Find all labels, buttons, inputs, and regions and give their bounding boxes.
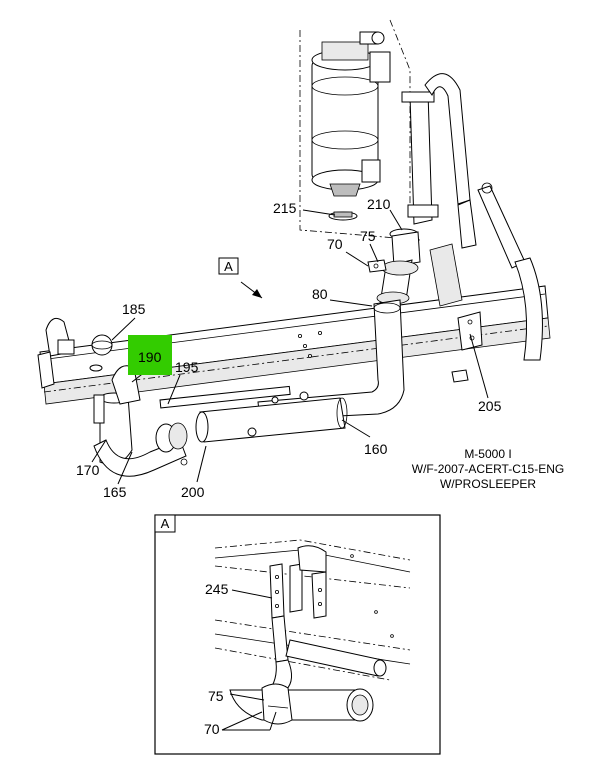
callout-185: 185	[122, 301, 146, 317]
air-cleaner-tower	[299, 19, 421, 241]
callout-195: 195	[175, 359, 199, 375]
callouts: 215 210 75 70 80 185 190 195 205 160 170…	[76, 196, 502, 500]
muffler-body	[159, 385, 348, 443]
main-assembly-view: A 215 210 75 70 80 185 190 195 205 160 1…	[37, 19, 564, 500]
model-note: M-5000 I W/F-2007-ACERT-C15-ENG W/PROSLE…	[412, 447, 564, 491]
right-stack-pipes	[401, 73, 543, 361]
callout-210: 210	[367, 196, 391, 212]
callout-165: 165	[103, 484, 127, 500]
detail-label: A	[161, 516, 170, 531]
detail-callout-245: 245	[205, 581, 229, 597]
callout-75: 75	[360, 228, 376, 244]
callout-190-highlight	[128, 335, 172, 375]
model-note-line-2: W/F-2007-ACERT-C15-ENG	[412, 462, 564, 476]
callout-170: 170	[76, 462, 100, 478]
left-mount-fittings	[37, 317, 113, 389]
callout-80: 80	[312, 286, 328, 302]
detail-label-box	[154, 514, 176, 533]
callout-200: 200	[181, 484, 205, 500]
clamp-215	[328, 211, 358, 221]
callout-70: 70	[327, 236, 343, 252]
turbo-outlet-assembly	[93, 365, 188, 477]
callout-205: 205	[478, 398, 502, 414]
detail-callout-75: 75	[208, 688, 224, 704]
clamp-75-70	[367, 259, 387, 273]
bracket-205	[451, 311, 483, 383]
view-a-label: A	[224, 259, 233, 274]
detail-callout-70: 70	[204, 721, 220, 737]
callout-160: 160	[364, 441, 388, 457]
view-a-marker: A	[218, 257, 239, 275]
callout-215: 215	[273, 200, 297, 216]
callout-190: 190	[138, 349, 162, 365]
model-note-line-1: M-5000 I	[464, 447, 511, 461]
detail-view-a: A	[154, 514, 441, 755]
model-note-line-3: W/PROSLEEPER	[440, 477, 536, 491]
leader-lines	[91, 209, 489, 485]
